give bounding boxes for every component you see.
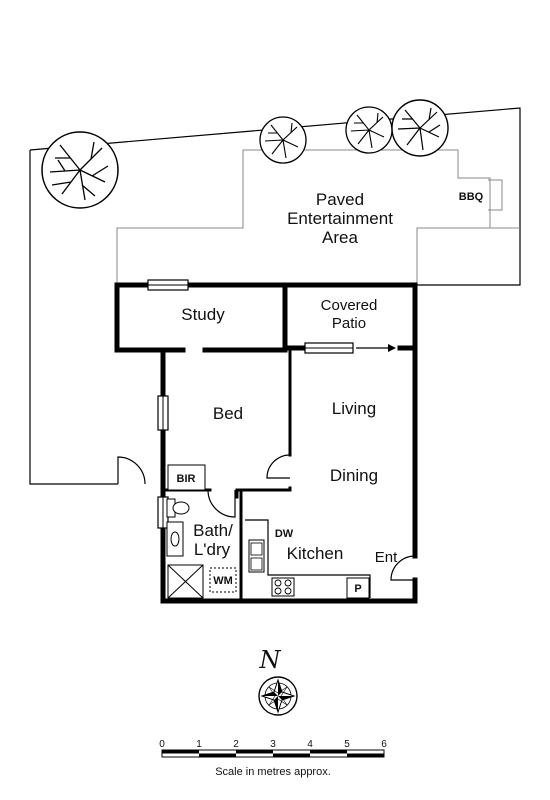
dw-label: DW — [275, 528, 294, 540]
window-icon — [147, 279, 189, 291]
window-icon — [157, 395, 169, 431]
sink-icon — [248, 539, 265, 573]
study-label: Study — [181, 305, 225, 324]
tree-icon — [345, 106, 393, 154]
scale-tick-label: 6 — [381, 739, 387, 750]
exterior-wall — [160, 525, 418, 604]
bir-label: BIR — [177, 473, 196, 485]
bir-box — [167, 464, 206, 491]
pantry-label: P — [354, 583, 361, 595]
bbq-outline — [488, 179, 503, 211]
door-swing-icon — [390, 555, 416, 581]
kitchen-label: Kitchen — [287, 544, 344, 563]
living-label: Living — [332, 399, 376, 418]
wm-box — [209, 567, 237, 593]
scale-tick-label: 1 — [196, 739, 202, 750]
paved-label: Entertainment — [287, 209, 393, 228]
sliding-door-icon — [304, 342, 396, 354]
ent-label: Ent — [375, 549, 398, 566]
tree-icon — [391, 99, 449, 157]
tree-icon — [41, 131, 119, 209]
bed-label: Bed — [213, 404, 243, 423]
dining-label: Dining — [330, 466, 378, 485]
door-swing-icon — [207, 489, 236, 518]
door-swing-icon — [117, 456, 146, 485]
scale-tick-label: 5 — [344, 739, 350, 750]
scale-caption: Scale in metres approx. — [215, 766, 331, 778]
paved-label: Area — [322, 228, 358, 247]
paved-label: Paved — [316, 190, 364, 209]
scale-bar — [161, 749, 385, 758]
scale-tick-label: 2 — [233, 739, 239, 750]
kitchen-bench — [245, 519, 371, 598]
cooktop-icon — [271, 577, 295, 597]
bath-label: L'dry — [194, 540, 231, 559]
exterior-wall — [282, 282, 418, 559]
wm-label: WM — [213, 575, 233, 587]
covered-patio-label: Covered — [321, 297, 378, 314]
north-label: N — [259, 646, 282, 674]
bath-label: Bath/ — [193, 521, 233, 540]
scale-tick-label: 0 — [159, 739, 165, 750]
study-top-wall — [114, 282, 288, 353]
toilet-icon — [166, 498, 190, 518]
compass-rose-icon — [258, 676, 298, 716]
shower-icon — [167, 564, 204, 599]
exterior-wall — [114, 282, 166, 399]
pantry-box — [346, 577, 370, 599]
tree-icon — [259, 116, 307, 164]
covered-patio-label: Patio — [332, 315, 366, 332]
scale-tick-label: 4 — [307, 739, 313, 750]
scale-tick-label: 3 — [270, 739, 276, 750]
door-swing-icon — [266, 454, 291, 479]
bbq-label: BBQ — [459, 191, 484, 203]
sink-icon — [166, 521, 184, 557]
scale-tick-labels: 0 1 2 3 4 5 6 — [159, 739, 387, 750]
